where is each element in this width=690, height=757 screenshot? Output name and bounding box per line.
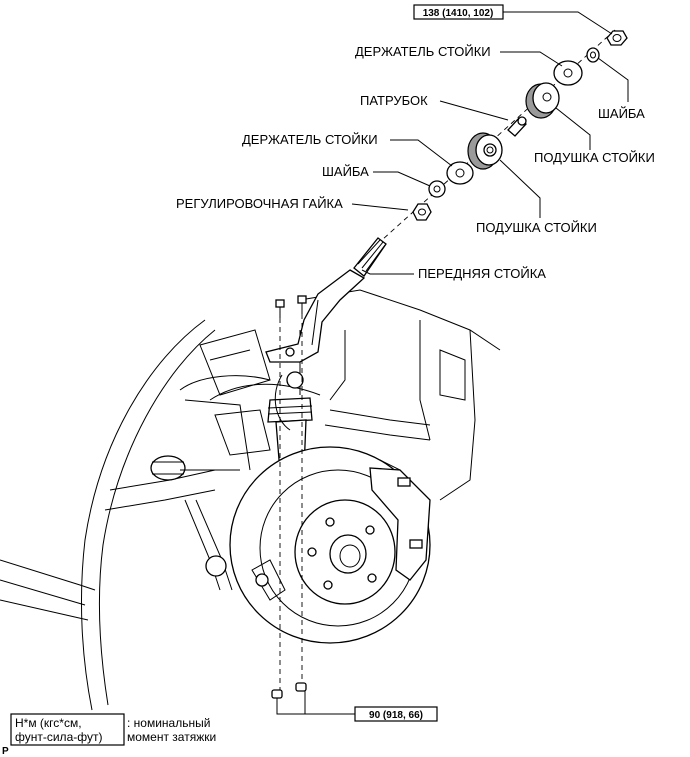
label-holder-mid: ДЕРЖАТЕЛЬ СТОЙКИ — [242, 132, 378, 147]
torque-box-bottom: 90 (918, 66) — [354, 706, 438, 722]
cushion-bottom — [467, 132, 503, 170]
torque-box-top: 138 (1410, 102) — [413, 4, 504, 20]
washer-left — [428, 180, 446, 198]
adjusting-nut — [412, 203, 432, 221]
label-washer-right: ШАЙБА — [598, 106, 645, 121]
legend-unit-line1: Н*м (кгс*см, — [15, 716, 82, 730]
legend-desc-line2: момент затяжки — [127, 730, 216, 744]
label-holder-top: ДЕРЖАТЕЛЬ СТОЙКИ — [355, 44, 491, 59]
strut-mount-bolts — [275, 295, 307, 318]
label-cushion-top: ПОДУШКА СТОЙКИ — [534, 150, 655, 165]
holder-top — [553, 60, 583, 86]
torque-value-bottom: 90 (918, 66) — [369, 710, 423, 721]
corner-mark: P — [2, 746, 9, 757]
torque-value-top: 138 (1410, 102) — [423, 8, 494, 19]
legend-desc-line1: : номинальный — [127, 716, 210, 730]
brake-disc-hub — [229, 446, 431, 644]
front-strut-rod — [265, 237, 387, 363]
holder-mid — [446, 161, 474, 185]
label-adjusting-nut: РЕГУЛИРОВОЧНАЯ ГАЙКА — [176, 196, 343, 211]
label-washer-left: ШАЙБА — [322, 164, 369, 179]
torque-legend: Н*м (кгс*см, фунт-сила-фут) : номинальны… — [10, 713, 216, 746]
bottom-bolts — [271, 682, 307, 699]
collar — [507, 116, 527, 137]
label-front-strut: ПЕРЕДНЯЯ СТОЙКА — [418, 266, 546, 281]
nut-top — [606, 30, 628, 46]
washer-top — [586, 47, 600, 63]
leader-lines — [276, 11, 629, 715]
label-collar: ПАТРУБОК — [360, 93, 428, 108]
legend-unit-line2: фунт-сила-фут) — [15, 730, 102, 744]
cushion-top — [525, 82, 560, 119]
label-cushion-bottom: ПОДУШКА СТОЙКИ — [476, 220, 597, 235]
